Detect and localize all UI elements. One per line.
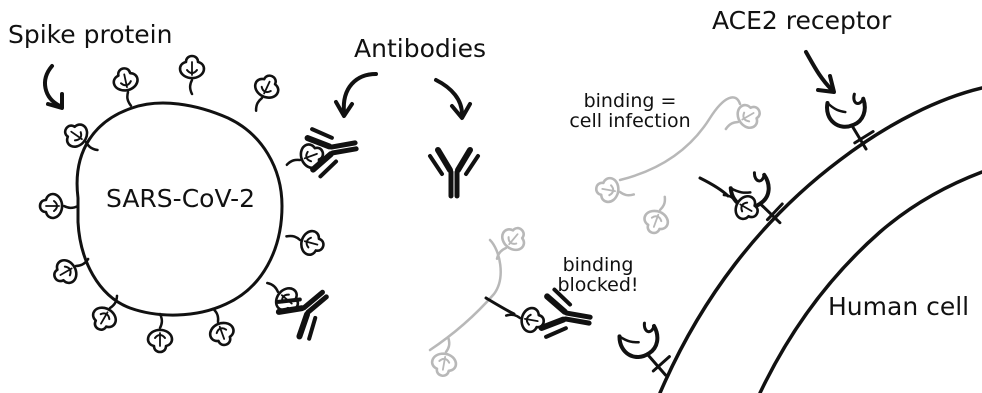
binding-infection-line2: cell infection	[560, 112, 700, 132]
ace2-arrow	[806, 52, 834, 92]
binding-blocked-label: binding blocked!	[548, 256, 648, 296]
outer-membrane	[660, 88, 982, 393]
ace2-receptor-label: ACE2 receptor	[712, 8, 891, 34]
spike-blocked-by-antibody	[486, 289, 594, 344]
antibodies-arrow-left	[336, 74, 376, 116]
human-cell-label: Human cell	[828, 294, 969, 320]
free-antibody	[430, 150, 478, 196]
spike-protein-label: Spike protein	[8, 22, 172, 48]
inner-membrane	[760, 172, 982, 393]
spike-arrow	[45, 66, 62, 108]
binding-infection-line1: binding =	[560, 92, 700, 112]
faded-virus-blocked	[430, 222, 531, 378]
antibodies-arrow-right	[436, 80, 470, 118]
ace2-receptors	[617, 92, 876, 386]
antibodies-label: Antibodies	[354, 36, 486, 62]
human-cell-membranes	[660, 88, 982, 393]
spike-bound-to-ace2	[700, 178, 763, 224]
binding-infection-label: binding = cell infection	[560, 92, 700, 132]
binding-blocked-line1: binding	[548, 256, 648, 276]
virus-label: SARS-CoV-2	[106, 186, 255, 212]
binding-blocked-line2: blocked!	[548, 276, 648, 296]
